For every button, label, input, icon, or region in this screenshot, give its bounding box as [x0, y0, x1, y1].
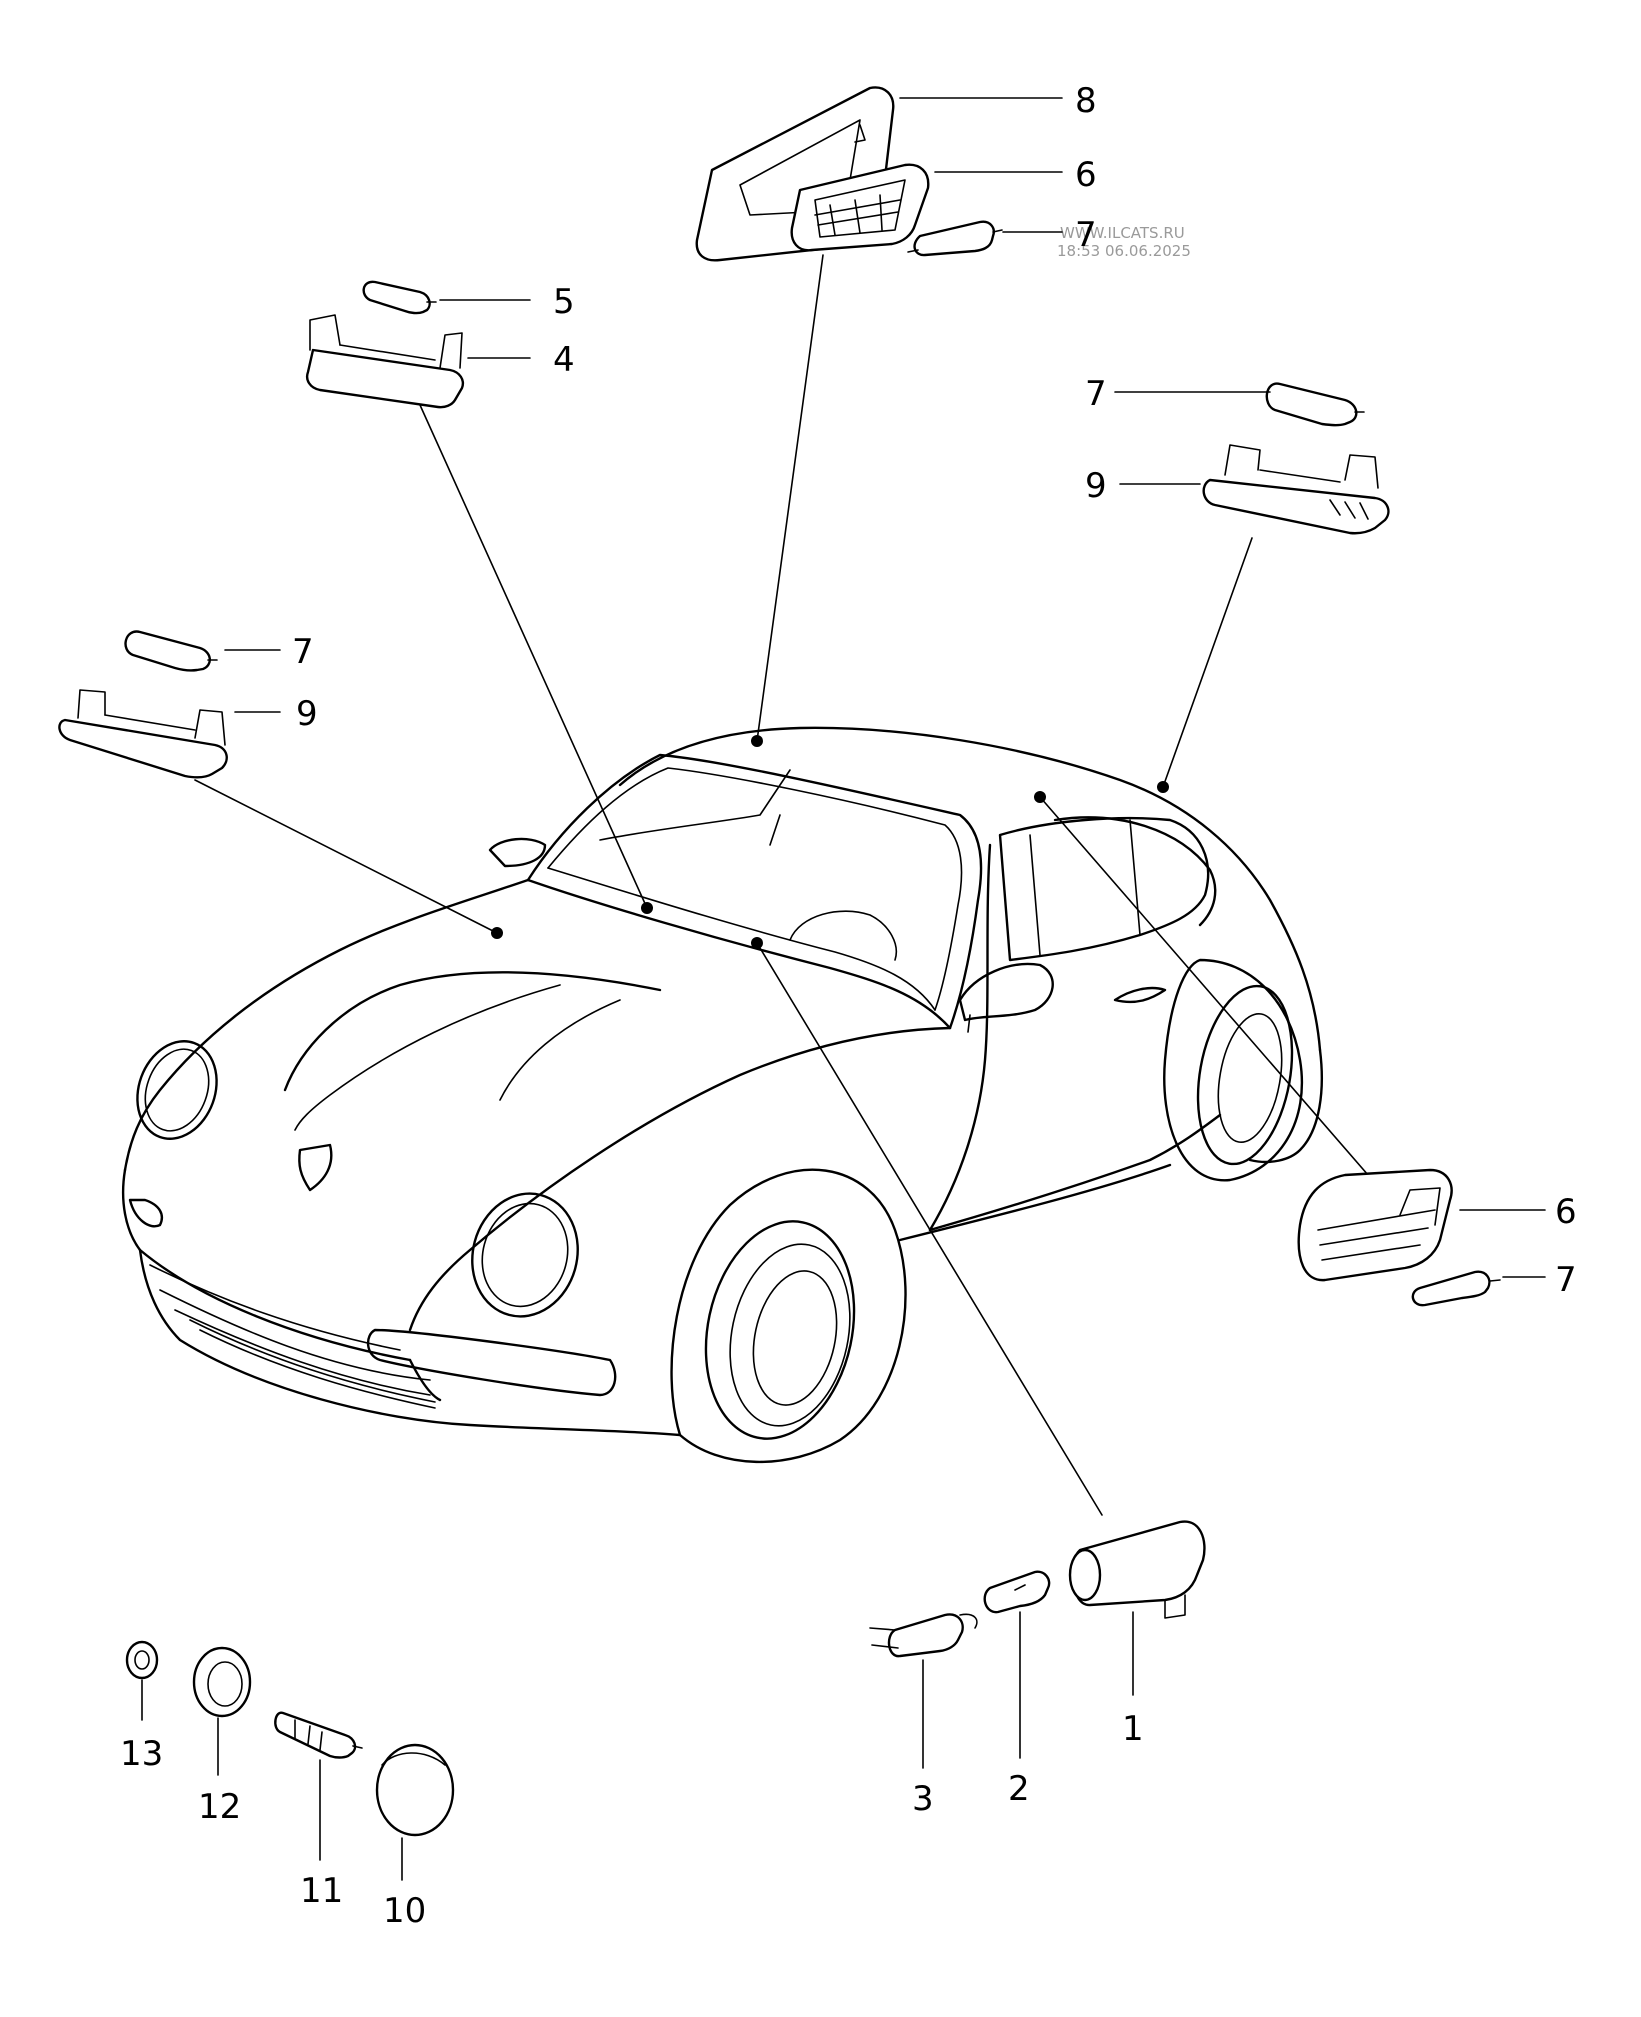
callout-12: 12: [198, 1787, 241, 1827]
part-4-lamp-housing: [306, 314, 464, 409]
callout-7-right: 7: [1085, 374, 1107, 414]
callout-8: 8: [1075, 81, 1097, 121]
part-6-top-lamp: [790, 163, 930, 252]
callout-4: 4: [553, 340, 575, 380]
attach-point-rear: [1157, 781, 1169, 793]
leader-lines: [194, 254, 1376, 1516]
callout-11: 11: [300, 1871, 343, 1911]
part-6-lamp-lower: [1297, 1168, 1453, 1282]
callout-6-top: 6: [1075, 155, 1097, 195]
part-10-cap: [375, 1743, 455, 1837]
callout-10: 10: [383, 1891, 426, 1931]
watermark-site: WWW.ILCATS.RU: [1060, 224, 1185, 242]
attach-point-door: [1034, 791, 1046, 803]
callout-6-lower: 6: [1555, 1192, 1577, 1232]
callout-7-left: 7: [292, 632, 314, 672]
callout-1: 1: [1122, 1709, 1144, 1749]
part-12-grommet: [192, 1646, 252, 1718]
part-7-bulb-left: [124, 630, 218, 672]
car-outline: [121, 726, 1323, 1464]
part-2-bulb: [983, 1570, 1051, 1614]
part-7-bulb-lower: [1411, 1270, 1501, 1307]
callout-5: 5: [553, 282, 575, 322]
part-9-lamp-left: [58, 689, 228, 779]
callout-13: 13: [120, 1734, 163, 1774]
part-3-socket: [869, 1613, 978, 1658]
callout-7-lower: 7: [1555, 1260, 1577, 1300]
part-9-lamp-right: [1202, 444, 1390, 535]
watermark-timestamp: 18:53 06.06.2025: [1057, 242, 1191, 260]
attach-point-hood: [491, 927, 503, 939]
attach-point-dash: [751, 937, 763, 949]
callout-2: 2: [1008, 1769, 1030, 1809]
callout-9-right: 9: [1085, 466, 1107, 506]
part-7-bulb-top: [907, 220, 1003, 257]
callout-3: 3: [912, 1779, 934, 1819]
attach-point-roof: [751, 735, 763, 747]
part-5-bulb: [362, 280, 437, 315]
attach-point-windshield: [641, 902, 653, 914]
callout-7-top: 7: [1075, 215, 1097, 255]
part-1-housing: [1068, 1520, 1206, 1619]
part-7-bulb-right: [1265, 382, 1365, 427]
callout-9-left: 9: [296, 694, 318, 734]
part-11-switch: [274, 1711, 363, 1759]
part-13-nut: [125, 1640, 159, 1680]
